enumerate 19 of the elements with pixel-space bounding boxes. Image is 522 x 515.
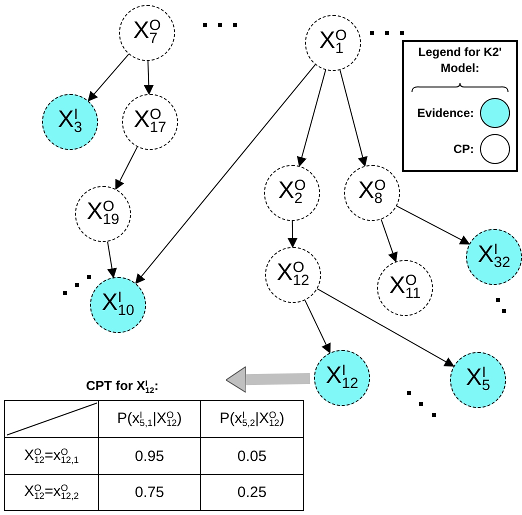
block-arrow [226,366,310,394]
table-caption: CPT for X$^{I}$$_{12}$: [86,378,159,395]
arrow [304,300,331,354]
legend-label: CP: [453,142,474,156]
legend-label: Evidence: [417,106,474,120]
column-header: P(x$^{I}$$_{5,2}$|X$^{O}$$_{12}$) [200,400,304,438]
arrow [288,220,298,248]
arrow [380,218,398,262]
legend-title: Legend for K2' Model: [417,45,503,76]
arrow [296,70,326,167]
arrow [340,70,368,167]
arrow [144,60,154,96]
arrow [115,146,138,190]
arrow [135,64,316,284]
evidence-node [90,277,146,333]
arrow [316,288,455,367]
probability-value: 0.25 [200,474,304,511]
arrow [396,206,470,244]
arrow [107,241,117,278]
